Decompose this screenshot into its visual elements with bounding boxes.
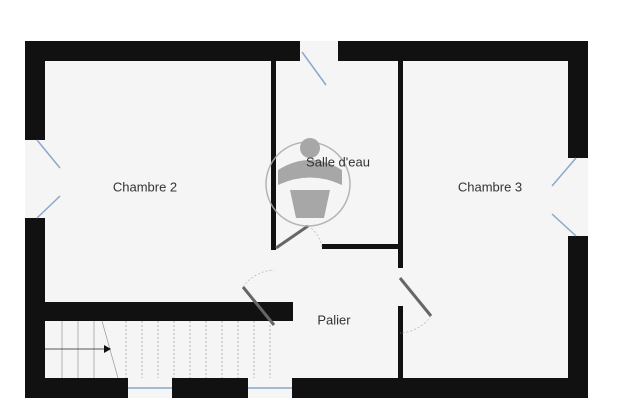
room-label-chambre-3: Chambre 3 xyxy=(457,179,523,195)
room-label-palier: Palier xyxy=(317,312,351,328)
floor xyxy=(25,41,588,398)
person-silhouette-logo xyxy=(265,138,351,227)
doors xyxy=(241,224,433,326)
room-label-salle-d-eau: Salle d'eau xyxy=(306,154,370,170)
interior-walls xyxy=(45,58,403,386)
outer-walls xyxy=(25,41,588,398)
room-label-chambre-2: Chambre 2 xyxy=(112,179,178,195)
stairs xyxy=(45,320,271,379)
windows xyxy=(36,51,577,389)
door-swings xyxy=(242,225,432,334)
arrow-right-icon xyxy=(104,345,111,353)
